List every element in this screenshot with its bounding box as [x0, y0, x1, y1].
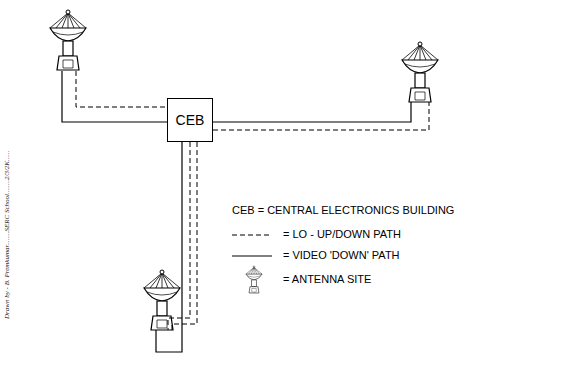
credit-note: Drawn by - B. Premkumar........SERC Scho… [3, 150, 11, 319]
legend-text: = ANTENNA SITE [283, 273, 371, 285]
legend-dash-sample [232, 235, 272, 236]
legend-solid-sample [232, 255, 272, 256]
antenna-site [144, 270, 180, 330]
box-label: CEB [176, 112, 205, 128]
lo-path [76, 71, 429, 330]
antenna-site [50, 10, 86, 70]
building-box: CEB [167, 98, 213, 142]
legend-text: = VIDEO 'DOWN' PATH [283, 249, 400, 261]
legend-text: = LO - UP/DOWN PATH [283, 228, 401, 240]
legend-antenna-sample [246, 266, 262, 293]
legend-text: CEB = CENTRAL ELECTRONICS BUILDING [232, 204, 454, 216]
antenna-site [402, 42, 438, 102]
